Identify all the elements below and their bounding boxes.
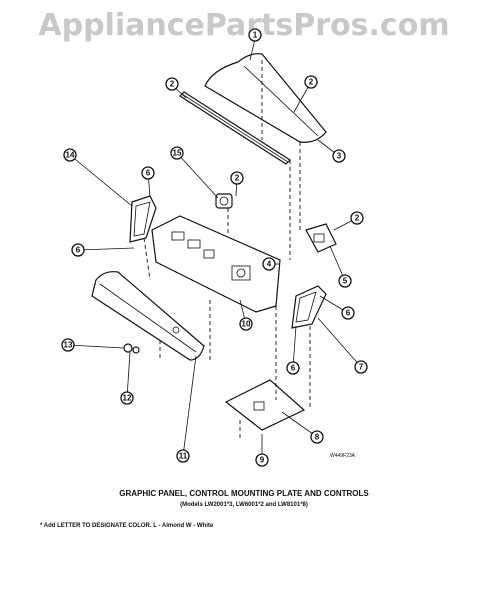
part-control-mounting-plate (151, 215, 281, 313)
callout-6d: 6 (286, 361, 300, 375)
svg-text:12: 12 (123, 394, 132, 403)
svg-text:1: 1 (253, 31, 258, 40)
callout-2a: 2 (165, 77, 179, 91)
callout-10: 10 (239, 317, 253, 331)
part-bottom-bracket (224, 379, 306, 431)
callout-2b: 2 (304, 75, 318, 89)
svg-text:2: 2 (355, 214, 360, 223)
callout-2c: 2 (230, 171, 244, 185)
svg-text:15: 15 (173, 149, 182, 158)
svg-text:13: 13 (64, 341, 73, 350)
drawing-code: W449F23A (330, 453, 356, 459)
part-graphic-panel (91, 271, 205, 361)
callout-2d: 2 (350, 211, 364, 225)
svg-text:4: 4 (267, 260, 272, 269)
assembly-lines (143, 60, 311, 440)
svg-text:7: 7 (359, 363, 364, 372)
callout-5: 5 (338, 274, 352, 288)
part-switch (215, 193, 233, 209)
svg-text:6: 6 (146, 169, 151, 178)
svg-text:8: 8 (315, 433, 320, 442)
callout-1: 1 (248, 28, 262, 42)
diagram-title: GRAPHIC PANEL, CONTROL MOUNTING PLATE AN… (119, 489, 369, 498)
svg-text:9: 9 (260, 456, 265, 465)
svg-text:5: 5 (343, 277, 348, 286)
svg-text:6: 6 (291, 364, 296, 373)
part-right-end-cap (291, 285, 327, 329)
callout-13: 13 (61, 338, 75, 352)
svg-text:11: 11 (179, 452, 188, 461)
callout-7: 7 (354, 360, 368, 374)
color-footnote: * Add LETTER TO DESIGNATE COLOR. L - Alm… (40, 523, 214, 529)
callout-6b: 6 (71, 243, 85, 257)
svg-text:6: 6 (76, 246, 81, 255)
part-small-knob (123, 343, 140, 354)
callout-6c: 6 (341, 306, 355, 320)
svg-text:10: 10 (242, 320, 251, 329)
watermark-logo: AppliancePartsPros.com (38, 8, 450, 43)
callout-11: 11 (176, 449, 190, 463)
callout-14: 14 (63, 148, 77, 162)
callout-15: 15 (170, 146, 184, 160)
callout-4: 4 (262, 257, 276, 271)
svg-text:3: 3 (337, 152, 342, 161)
svg-text:6: 6 (346, 309, 351, 318)
part-timer (305, 223, 337, 253)
svg-text:2: 2 (235, 174, 240, 183)
part-top-cover (204, 53, 327, 143)
callout-3: 3 (332, 149, 346, 163)
diagram-models: (Models LW2001*3, LW6001*2 and LW8101*8) (180, 502, 308, 508)
svg-text:2: 2 (170, 80, 175, 89)
part-left-end-cap (129, 195, 157, 243)
callout-6a: 6 (141, 166, 155, 180)
callout-9: 9 (255, 453, 269, 467)
svg-text:14: 14 (66, 151, 75, 160)
svg-text:2: 2 (309, 78, 314, 87)
callout-12: 12 (120, 391, 134, 405)
leader-lines (67, 38, 362, 460)
callout-8: 8 (310, 430, 324, 444)
